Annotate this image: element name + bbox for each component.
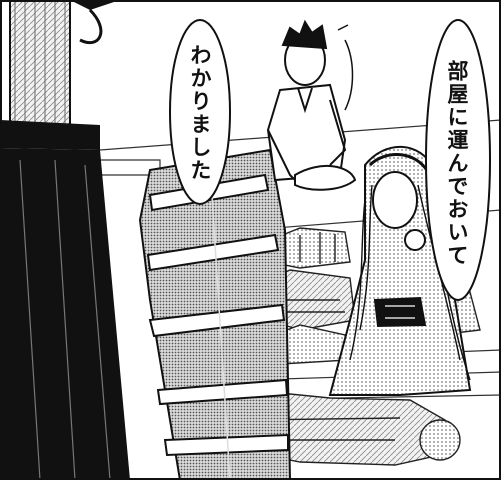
man-figure-icon bbox=[266, 19, 357, 191]
pillar-silhouette bbox=[0, 0, 130, 480]
speech-bubble-left bbox=[169, 19, 231, 205]
speech-bubble-right bbox=[425, 19, 491, 301]
speech-text-left: わかりました bbox=[188, 44, 212, 182]
armored-knight-leg-icon bbox=[138, 148, 292, 480]
speech-text-right: 部屋に運んでおいて bbox=[445, 60, 469, 267]
